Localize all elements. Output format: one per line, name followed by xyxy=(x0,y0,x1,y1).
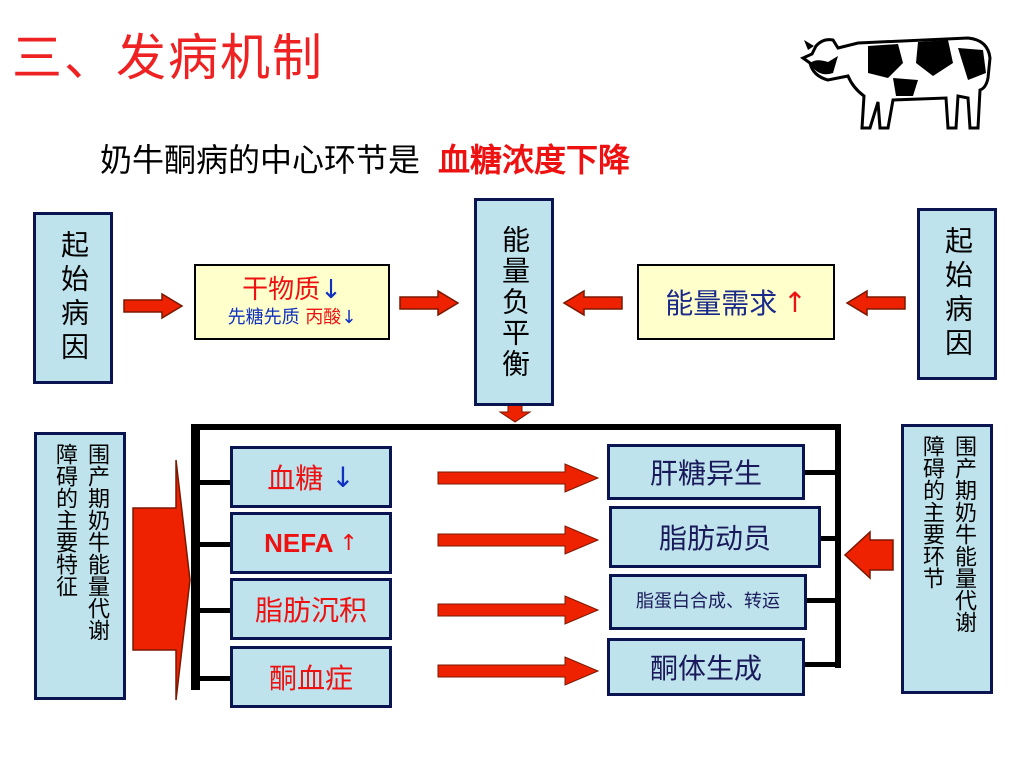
arrow-mid-2 xyxy=(437,525,600,555)
arrow-right-1 xyxy=(123,293,183,319)
left-item-label: 血糖 xyxy=(267,462,324,495)
left-item-blood-sugar: 血糖↓ xyxy=(230,446,392,508)
dry-matter-sub-arrow: ↓ xyxy=(341,307,357,328)
arrow-big-left xyxy=(843,530,894,580)
left-feature-col1: 围产期奶牛能量代谢 xyxy=(84,443,109,641)
left-item-arrow: ↑ xyxy=(339,530,358,556)
dry-matter-line1: 干物质↓ xyxy=(242,274,342,306)
right-item-label: 脂肪动员 xyxy=(658,522,771,555)
dry-matter-sub-a: 先糖先质 xyxy=(227,307,300,328)
arrow-right-2 xyxy=(399,290,459,316)
right-cause-box: 起始病因 xyxy=(917,208,997,380)
right-item-lipoprotein: 脂蛋白合成、转运 xyxy=(609,574,807,630)
dry-matter-box: 干物质↓ 先糖先质 丙酸↓ xyxy=(194,264,390,340)
arrow-big-right xyxy=(132,459,191,701)
page-title: 三、发病机制 xyxy=(12,29,324,87)
subtitle: 奶牛酮病的中心环节是血糖浓度下降 xyxy=(100,135,630,181)
right-item-label: 脂蛋白合成、转运 xyxy=(636,591,780,612)
left-item-fat-deposit: 脂肪沉积 xyxy=(230,578,392,640)
energy-demand-text: 能量需求 xyxy=(665,287,778,320)
left-feature-box: 围产期奶牛能量代谢 障碍的主要特征 xyxy=(34,432,126,700)
arrow-left-2 xyxy=(846,290,906,316)
energy-balance-box: 能量负平衡 xyxy=(474,198,554,406)
right-link-box: 围产期奶牛能量代谢 障碍的主要环节 xyxy=(901,424,993,694)
left-feature-col2: 障碍的主要特征 xyxy=(52,443,77,597)
left-item-arrow: ↓ xyxy=(331,460,355,494)
right-link-col1: 围产期奶牛能量代谢 xyxy=(951,435,976,633)
subtitle-highlight: 血糖浓度下降 xyxy=(438,141,631,179)
subtitle-text: 奶牛酮病的中心环节是 xyxy=(100,141,421,179)
arrow-mid-4 xyxy=(437,656,600,686)
energy-demand-arrow: ↑ xyxy=(783,285,807,319)
arrow-down xyxy=(498,403,532,423)
left-cause-text: 起始病因 xyxy=(57,230,90,366)
right-link-col2: 障碍的主要环节 xyxy=(919,435,944,589)
right-cause-text: 起始病因 xyxy=(941,226,974,362)
right-item-label: 酮体生成 xyxy=(649,652,762,685)
arrow-mid-3 xyxy=(437,595,600,625)
right-item-gluconeogenesis: 肝糖异生 xyxy=(607,444,805,500)
left-item-ketonemia: 酮血症 xyxy=(230,646,392,708)
cow-icon xyxy=(799,36,992,130)
left-cause-box: 起始病因 xyxy=(33,212,113,384)
arrow-left-1 xyxy=(563,290,623,316)
energy-demand-box: 能量需求 ↑ xyxy=(637,264,835,340)
left-item-nefa: NEFA↑ xyxy=(230,512,392,574)
right-item-label: 肝糖异生 xyxy=(649,457,762,490)
energy-balance-text: 能量负平衡 xyxy=(498,224,531,380)
right-item-fat-mobilization: 脂肪动员 xyxy=(609,506,821,568)
right-item-ketogenesis: 酮体生成 xyxy=(607,638,805,696)
left-item-label: 酮血症 xyxy=(268,662,353,695)
left-item-label: 脂肪沉积 xyxy=(254,594,367,627)
dry-matter-label: 干物质 xyxy=(242,275,321,305)
left-item-label: NEFA xyxy=(264,527,334,558)
dry-matter-sub-b: 丙酸 xyxy=(305,307,342,328)
dry-matter-arrow: ↓ xyxy=(320,275,342,305)
arrow-mid-1 xyxy=(437,463,600,493)
dry-matter-line2: 先糖先质 丙酸↓ xyxy=(228,306,357,330)
